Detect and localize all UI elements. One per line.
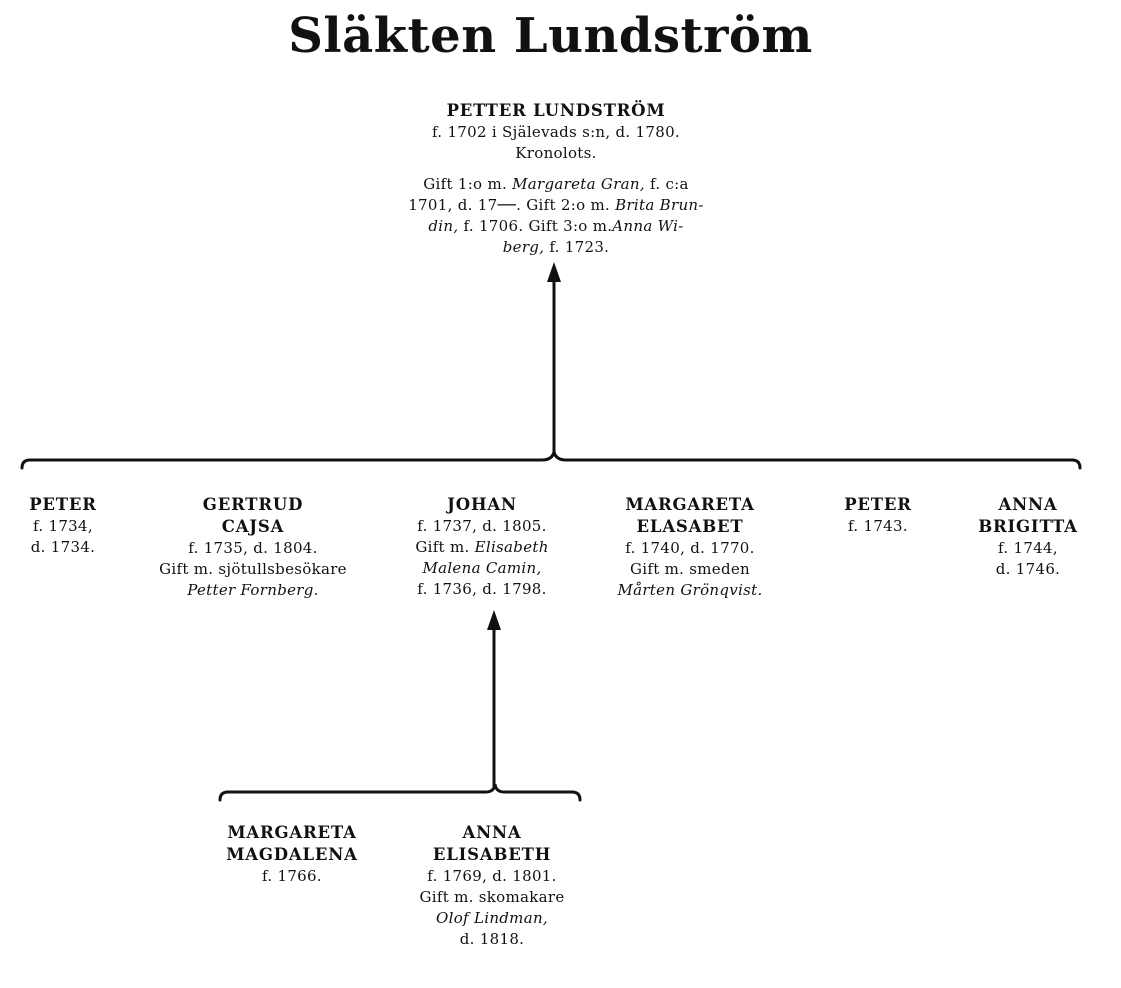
child-margareta-elasabet: MARGARETA ELASABET f. 1740, d. 1770. Gif… bbox=[592, 494, 788, 601]
grandchildren-bracket-line bbox=[218, 783, 582, 802]
child-marriage: Gift m. smeden bbox=[629, 560, 751, 578]
child-peter-1734: PETER f. 1734, d. 1734. bbox=[0, 494, 126, 558]
root-person-occupation: Kronolots. bbox=[515, 144, 597, 162]
grandchild-spouse-death: d. 1818. bbox=[459, 930, 525, 948]
grandchild-name-first: MARGARETA bbox=[227, 823, 357, 842]
child-name-first: ANNA bbox=[998, 495, 1058, 514]
root-person-card: PETTER LUNDSTRÖM f. 1702 i Själevads s:n… bbox=[360, 100, 752, 258]
child-marriage: Gift m. Elisabeth bbox=[415, 538, 549, 556]
child-name: PETER bbox=[844, 495, 912, 514]
child-name: JOHAN bbox=[447, 495, 517, 514]
child-marriage: Gift m. sjötullsbesökare bbox=[159, 560, 347, 578]
child-spouse: Mårten Grönqvist. bbox=[617, 581, 763, 599]
grandchild-birth: f. 1766. bbox=[262, 867, 322, 885]
child-dates: f. 1737, d. 1805. bbox=[417, 517, 547, 535]
grandchild-anna-elisabeth: ANNA ELISABETH f. 1769, d. 1801. Gift m.… bbox=[392, 822, 592, 950]
child-name-first: GERTRUD bbox=[202, 495, 304, 514]
child-spouse: Malena Camin, bbox=[422, 559, 542, 577]
child-gertrud-cajsa: GERTRUD CAJSA f. 1735, d. 1804. Gift m. … bbox=[130, 494, 376, 601]
children-bracket-line bbox=[20, 451, 1082, 470]
grandchild-name-second: MAGDALENA bbox=[226, 845, 358, 864]
child-birth: f. 1744, bbox=[998, 539, 1058, 557]
root-marriage-line-4: berg, f. 1723. bbox=[502, 238, 610, 256]
grandchild-marriage: Gift m. skomakare bbox=[419, 888, 565, 906]
child-death: d. 1746. bbox=[995, 560, 1061, 578]
child-dates: f. 1740, d. 1770. bbox=[625, 539, 755, 557]
root-marriage-line-2: 1701, d. 17──. Gift 2:o m. Brita Brun- bbox=[408, 196, 704, 214]
grandchild-name-first: ANNA bbox=[462, 823, 522, 842]
child-name-first: MARGARETA bbox=[625, 495, 755, 514]
johan-arrowhead bbox=[487, 610, 501, 630]
child-death: d. 1734. bbox=[30, 538, 96, 556]
child-name-second: CAJSA bbox=[221, 517, 285, 536]
child-name-second: BRIGITTA bbox=[978, 517, 1078, 536]
child-name-second: ELASABET bbox=[636, 517, 744, 536]
page-title: Släkten Lundström bbox=[288, 8, 813, 64]
root-marriage-line-3: din, f. 1706. Gift 3:o m.Anna Wi- bbox=[428, 217, 684, 235]
root-marriage-line-1: Gift 1:o m. Margareta Gran, f. c:a bbox=[423, 175, 689, 193]
grandchild-spouse: Olof Lindman, bbox=[436, 909, 548, 927]
grandchild-name-second: ELISABETH bbox=[432, 845, 552, 864]
child-spouse: Petter Fornberg. bbox=[187, 581, 319, 599]
root-arrowhead bbox=[547, 262, 561, 282]
child-peter-1743: PETER f. 1743. bbox=[816, 494, 940, 537]
root-person-name: PETTER LUNDSTRÖM bbox=[446, 101, 666, 120]
grandchild-margareta-magdalena: MARGARETA MAGDALENA f. 1766. bbox=[206, 822, 378, 887]
root-person-dates: f. 1702 i Själevads s:n, d. 1780. bbox=[431, 123, 681, 141]
child-spouse-dates: f. 1736, d. 1798. bbox=[417, 580, 547, 598]
child-anna-brigitta: ANNA BRIGITTA f. 1744, d. 1746. bbox=[950, 494, 1106, 580]
child-johan: JOHAN f. 1737, d. 1805. Gift m. Elisabet… bbox=[386, 494, 578, 600]
child-dates: f. 1735, d. 1804. bbox=[188, 539, 318, 557]
child-birth: f. 1734, bbox=[33, 517, 93, 535]
child-name: PETER bbox=[29, 495, 97, 514]
grandchild-dates: f. 1769, d. 1801. bbox=[427, 867, 557, 885]
child-birth: f. 1743. bbox=[848, 517, 908, 535]
